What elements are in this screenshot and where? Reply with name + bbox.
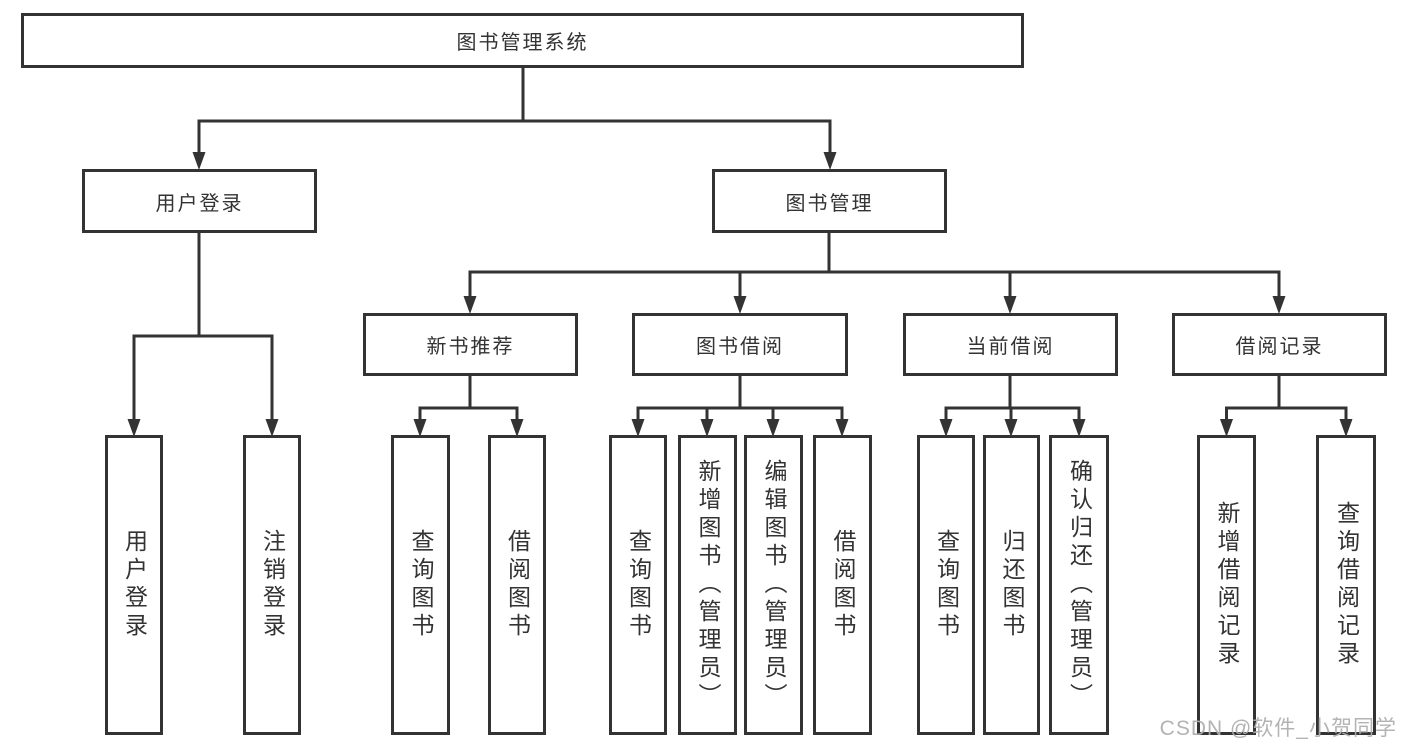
cb-drop2-arrow xyxy=(1004,419,1018,437)
leaf-add-borrow-record: 新增借阅记录 xyxy=(1197,435,1256,735)
node-label: 用户登录 xyxy=(121,529,148,641)
node-label: 注销登录 xyxy=(259,529,286,641)
leaf-user-login: 用户登录 xyxy=(105,435,163,735)
node-new-book-recommend: 新书推荐 xyxy=(363,313,578,376)
node-label: 借阅记录 xyxy=(1235,336,1324,358)
br-drop2-arrow xyxy=(1339,419,1353,437)
node-label: 编辑图书（管理员） xyxy=(761,459,787,711)
leaf-edit-book-admin: 编辑图书（管理员） xyxy=(744,435,803,735)
bb-drop4-arrow xyxy=(835,419,849,437)
drop-new-book-arrow xyxy=(463,296,477,314)
leaf-borrow-books-borrowing: 借阅图书 xyxy=(813,435,872,735)
node-library-management-system: 图书管理系统 xyxy=(21,13,1024,68)
node-label: 借阅图书 xyxy=(830,529,856,641)
node-label: 新书推荐 xyxy=(426,336,515,358)
drop-book-mgmt-arrow xyxy=(823,152,837,170)
br-drop1-arrow xyxy=(1220,419,1233,437)
node-label: 确认归还（管理员） xyxy=(1066,459,1093,711)
node-label: 查询图书 xyxy=(933,529,960,641)
node-label: 用户登录 xyxy=(155,192,244,215)
bb-drop1-arrow xyxy=(631,419,645,437)
cb-drop1-arrow xyxy=(939,419,953,437)
node-book-borrowing: 图书借阅 xyxy=(632,313,848,376)
leaf-search-books-current: 查询图书 xyxy=(917,435,975,735)
drop-leaf-user-login-arrow xyxy=(127,419,141,437)
node-book-management: 图书管理 xyxy=(712,169,947,233)
node-user-login: 用户登录 xyxy=(82,169,317,233)
drop-borrow-records-arrow xyxy=(1272,296,1286,314)
nb-drop1-arrow xyxy=(413,419,427,437)
bb-drop3-arrow xyxy=(766,419,780,437)
node-label: 新增借阅记录 xyxy=(1214,501,1240,669)
nb-drop2-arrow xyxy=(510,419,524,437)
node-label: 当前借阅 xyxy=(966,336,1055,358)
node-borrow-records: 借阅记录 xyxy=(1172,313,1387,376)
cb-drop3-arrow xyxy=(1072,419,1086,437)
node-label: 查询借阅记录 xyxy=(1333,501,1360,669)
leaf-search-borrow-record: 查询借阅记录 xyxy=(1316,435,1376,735)
node-label: 查询图书 xyxy=(625,529,652,641)
csdn-watermark: CSDN @软件_小贺同学 xyxy=(1159,717,1397,740)
leaf-confirm-return-admin: 确认归还（管理员） xyxy=(1049,435,1109,735)
leaf-search-books-recommend: 查询图书 xyxy=(391,435,450,735)
node-label: 图书管理系统 xyxy=(456,32,589,54)
leaf-logout: 注销登录 xyxy=(243,435,301,735)
node-label: 图书管理 xyxy=(785,192,874,215)
node-label: 图书借阅 xyxy=(696,336,784,358)
leaf-add-book-admin: 新增图书（管理员） xyxy=(678,435,737,735)
drop-current-borrow-arrow xyxy=(1003,296,1017,314)
node-label: 新增图书（管理员） xyxy=(695,459,721,711)
node-label: 归还图书 xyxy=(999,529,1025,641)
drop-book-borrow-arrow xyxy=(733,296,747,314)
leaf-search-books-borrowing: 查询图书 xyxy=(609,435,667,735)
node-current-borrowing: 当前借阅 xyxy=(903,313,1118,376)
leaf-return-book: 归还图书 xyxy=(983,435,1040,735)
drop-user-login-arrow xyxy=(192,152,206,170)
leaf-borrow-books-recommend: 借阅图书 xyxy=(488,435,546,735)
node-label: 借阅图书 xyxy=(504,529,531,641)
drop-leaf-logout-arrow xyxy=(265,419,279,437)
bb-drop2-arrow xyxy=(700,419,714,437)
node-label: 查询图书 xyxy=(408,529,434,641)
